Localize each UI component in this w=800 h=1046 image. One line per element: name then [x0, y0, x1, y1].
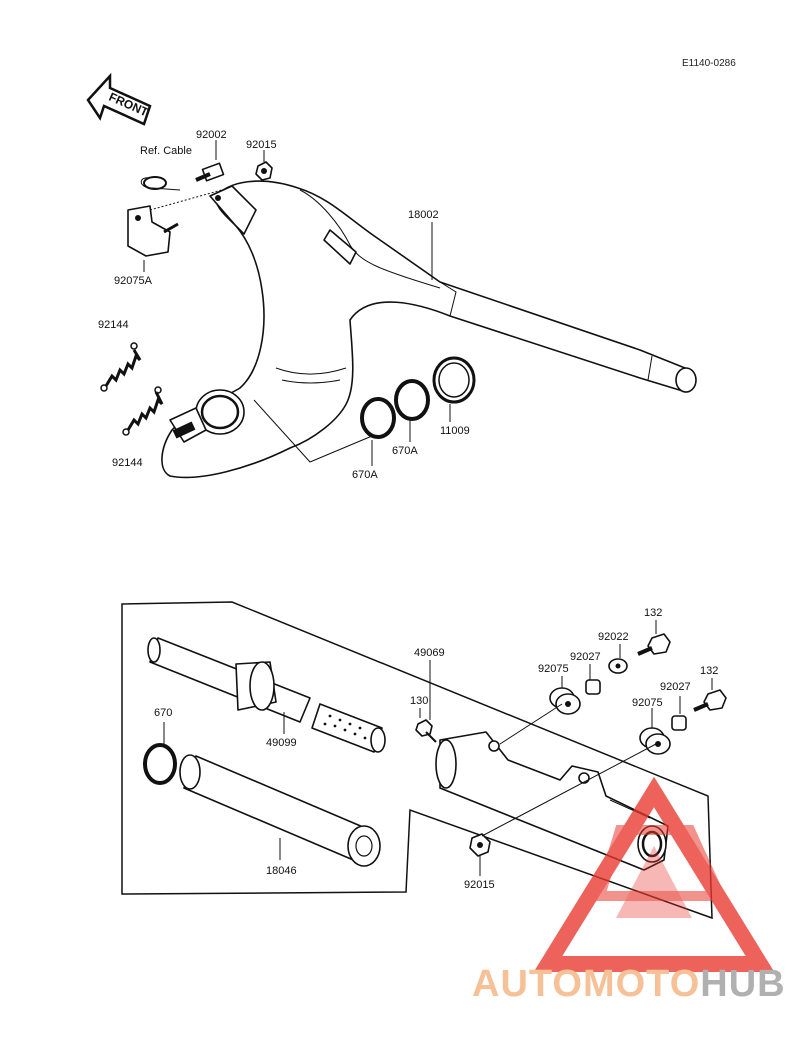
nut-92015 [255, 161, 273, 181]
bracket-92075A [127, 205, 179, 257]
label-92027-top: 92027 [570, 651, 601, 663]
label-92075-top: 92075 [538, 663, 569, 675]
label-132-top: 132 [644, 607, 662, 619]
spring-92144-top [100, 342, 142, 392]
nut-92015-lower [469, 833, 491, 857]
damper-92075-top [549, 687, 581, 715]
label-92075A: 92075A [114, 275, 153, 287]
label-92144-bottom: 92144 [112, 457, 143, 469]
label-18046: 18046 [266, 865, 297, 877]
label-132-bottom: 132 [700, 665, 718, 677]
ref-cable-label: Ref. Cable [140, 145, 192, 157]
watermark-text-automoto: AUTOMOTO [472, 963, 700, 1005]
label-49069: 49069 [414, 647, 445, 659]
ring-670A-right [394, 379, 430, 421]
drawing-code: E1140-0286 [682, 58, 736, 69]
ref-cable-clip [140, 176, 181, 191]
bolt-92002 [195, 162, 225, 182]
label-92144-top: 92144 [98, 319, 129, 331]
watermark-text-hub: HUB [700, 963, 785, 1005]
bolt-130 [415, 719, 437, 743]
label-670: 670 [154, 707, 172, 719]
label-670A-left: 670A [352, 469, 378, 481]
collar-92027-bottom [671, 715, 687, 731]
bolt-132-top [637, 633, 671, 656]
label-92027-bottom: 92027 [660, 681, 691, 693]
collar-92027-top [585, 679, 601, 695]
label-11009: 11009 [440, 425, 470, 437]
front-arrow-icon: FRONT [86, 72, 152, 126]
upper-assembly: Ref. Cable 92002 92015 18002 92075A 9214… [98, 129, 697, 481]
lower-assembly: 49069 130 49099 670 18046 92015 92075 92… [121, 601, 727, 920]
automotohub-watermark: AUTOMOTOHUB [472, 776, 786, 1005]
spring-92144-bottom [122, 386, 164, 436]
damper-92075-bottom [639, 727, 671, 755]
label-130: 130 [410, 695, 428, 707]
ring-670 [143, 743, 177, 785]
label-92002: 92002 [196, 129, 227, 141]
packing-18046 [179, 754, 381, 867]
label-92015-top: 92015 [246, 139, 277, 151]
label-92075-bottom: 92075 [632, 697, 663, 709]
washer-92022 [608, 658, 628, 674]
ring-670A-left [360, 397, 396, 439]
bolt-132-bottom [693, 689, 727, 712]
seal-11009 [432, 356, 476, 404]
label-670A-right: 670A [392, 445, 418, 457]
label-49099: 49099 [266, 737, 297, 749]
watermark-text: AUTOMOTOHUB [472, 963, 786, 1005]
label-92015-lower: 92015 [464, 879, 495, 891]
label-18002: 18002 [408, 209, 439, 221]
label-92022: 92022 [598, 631, 629, 643]
expansion-chamber-18002 [161, 180, 697, 479]
core-tube-49099 [147, 637, 386, 753]
watermark-triangle-logo [533, 776, 775, 972]
